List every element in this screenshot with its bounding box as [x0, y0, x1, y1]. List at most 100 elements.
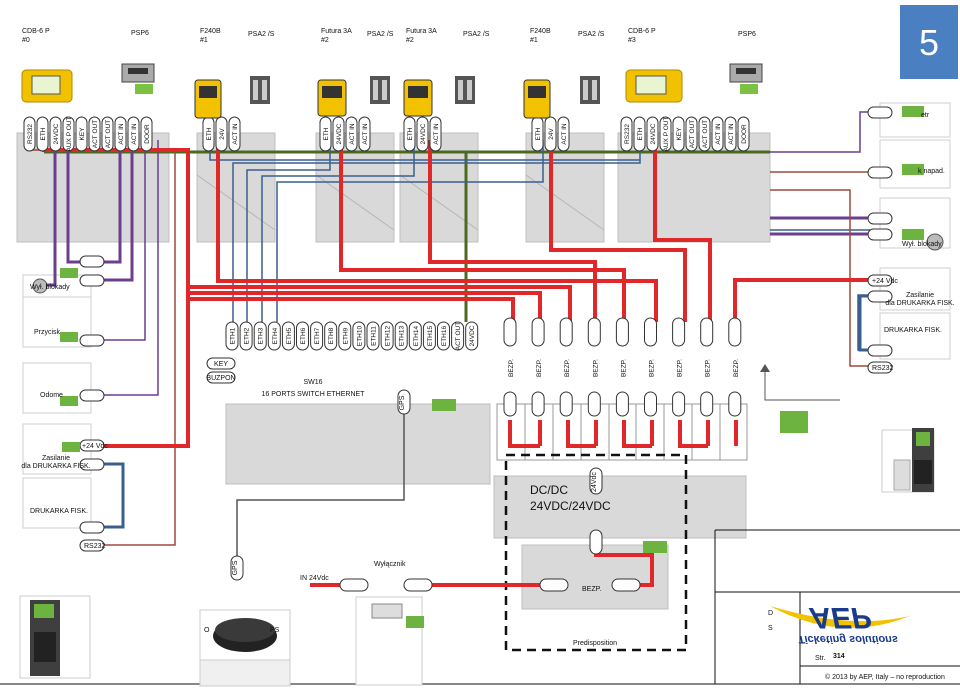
switch-port: [408, 321, 422, 351]
port-connector: [101, 116, 114, 152]
aep-logo: AEP Ticketing solutions: [770, 601, 910, 645]
footer-frame: [0, 529, 960, 685]
psa2-2-name: PSA2 /S: [367, 31, 394, 38]
port-label: ETH: [535, 127, 542, 140]
port-connector: [62, 116, 75, 152]
fuse-label: BEZP.: [677, 359, 684, 377]
port-label: 24V: [219, 128, 226, 140]
port-label: ACT IN: [362, 123, 369, 144]
port-label: 24VDC: [53, 123, 60, 144]
ports-f240_right: ETH 24V ACT IN: [531, 116, 570, 152]
port-label: 24V: [548, 128, 555, 140]
aep-logo-text: AEP: [808, 601, 872, 634]
fuse-top-connector: [672, 317, 686, 347]
psa2-3-name: PSA2 /S: [463, 31, 490, 38]
port-label: AUX P OUT: [66, 117, 73, 152]
fuse-label: BEZP.: [649, 359, 656, 377]
port-label: ACT IN: [561, 123, 568, 144]
psa2-1-name: PSA2 /S: [248, 31, 275, 38]
switch-port: [451, 321, 465, 351]
switch-port-label: ETH12: [385, 326, 392, 347]
switch-port-label: ETH9: [342, 327, 349, 344]
port-connector: [127, 116, 140, 152]
cdb6-right-index: #3: [628, 37, 636, 44]
switch-port: [225, 321, 239, 351]
port-label: 24VDC: [650, 123, 657, 144]
fuse-label: BEZP.: [564, 359, 571, 377]
futura-a-name: Futura 3A: [321, 28, 352, 35]
port-connector: [114, 116, 127, 152]
port-label: DOOR: [144, 124, 151, 144]
f240-left-index: #1: [200, 37, 208, 44]
port-connector: [557, 116, 570, 152]
knob-icon: [32, 278, 48, 294]
vdc-left-label: +24 Vdc: [82, 443, 108, 450]
led-tag: [60, 396, 78, 406]
port-connector: [544, 116, 557, 152]
port-label: ACT IN: [728, 123, 735, 144]
switch-port: [253, 321, 267, 351]
led-tag: [62, 442, 80, 452]
switch-port: [352, 321, 366, 351]
knob-icon: [926, 233, 944, 251]
page-value: 314: [833, 653, 845, 660]
port-connector: [215, 116, 228, 152]
left-side-labels: Wył. blokady Przycisk Odome +24 Vdc Zasi…: [21, 284, 108, 550]
page-label: Str.: [815, 655, 826, 662]
led-tag: [902, 164, 924, 175]
switch-gps-port: GPS: [399, 395, 406, 410]
led-tag: [643, 541, 667, 553]
fuse-connectors: [503, 391, 742, 417]
switch-port: [422, 321, 436, 351]
port-label: ACT IN: [433, 123, 440, 144]
switch-port: [465, 321, 479, 351]
led-tag: [60, 268, 78, 278]
switch-port-label: ETH7: [314, 327, 321, 344]
switch-icon: [355, 596, 424, 686]
psa2-3-icon: [455, 76, 475, 104]
led-tag: [60, 332, 78, 342]
footer-letter-s: S: [768, 625, 773, 632]
copyright: © 2013 by AEP, Italy – no reproduction: [825, 673, 945, 681]
port-label: ACT IN: [131, 123, 138, 144]
switch-port-label: ETH3: [258, 327, 265, 344]
switch-port: [324, 321, 338, 351]
power-labels: DC/DC 24VDC/24VDC 24Vdc Wyłącznik IN 24V…: [232, 472, 617, 647]
device-icons: [19, 63, 944, 687]
fuse-bottom-connector: [587, 391, 601, 417]
port-label: ACT OUT: [689, 120, 696, 148]
port-label: ACT OUT: [105, 120, 112, 148]
drukarka-right-label: DRUKARKA FISK.: [884, 327, 942, 334]
led-tag: [780, 411, 808, 433]
port-label: RS232: [624, 124, 631, 144]
fuse-top-connector: [644, 317, 657, 347]
fuse-bottom-connector: [615, 391, 629, 417]
switch-port: [380, 321, 394, 351]
input-24v-label: IN 24Vdc: [300, 575, 329, 582]
fuse-bottom-connector: [700, 391, 714, 417]
vdc-right-label: +24 Vdc: [872, 278, 898, 285]
psp6-left-icon: [121, 63, 155, 94]
switch-port: [281, 321, 295, 351]
port-label: KEY: [676, 127, 683, 141]
fiscal-printer-left-icon: [19, 595, 91, 679]
dcdc-port-label: 24Vdc: [591, 472, 598, 492]
fuse-label: BEZP.: [705, 359, 712, 377]
port-connector: [711, 116, 724, 152]
f240-right-name: F240B: [530, 28, 551, 35]
f240-right-icon: [523, 79, 551, 119]
switch-port-label: ETH8: [328, 327, 335, 344]
rs232-right-label: RS232: [872, 365, 894, 372]
zasilanie-left-1: Zasilanie: [42, 455, 70, 462]
right-side-labels: etr k napad. Wył. blokady +24 Vdc Zasila…: [872, 112, 955, 372]
cdb6-left-name: CDB-6 P: [22, 28, 50, 35]
fuse-top-connector: [503, 317, 517, 347]
switch-port-label: ETH11: [371, 326, 378, 346]
port-label: 24VDC: [336, 123, 343, 144]
device-titles: CDB-6 P #0 PSP6 F240B #1 PSA2 /S Futura …: [22, 28, 756, 44]
